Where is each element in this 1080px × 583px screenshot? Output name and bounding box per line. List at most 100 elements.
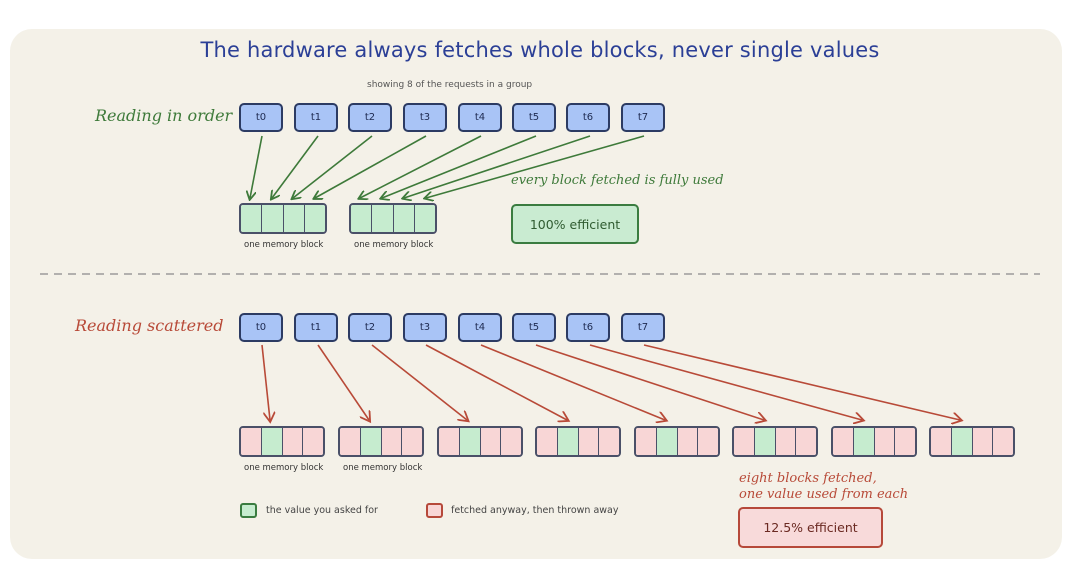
wasted-value-cell (402, 428, 422, 455)
used-value-cell (853, 428, 875, 455)
arrow-t6 (589, 344, 862, 420)
wasted-value-cell (501, 428, 521, 455)
request-t4: t4 (458, 103, 502, 132)
memory-block (929, 426, 1015, 457)
arrow-t0 (250, 135, 263, 198)
arrow-t7 (426, 135, 645, 198)
request-t4: t4 (458, 313, 502, 342)
request-t7: t7 (621, 103, 665, 132)
used-value-cell (951, 428, 973, 455)
wasted-value-cell (340, 428, 361, 455)
legend-used-swatch (240, 503, 257, 518)
wasted-value-cell (439, 428, 460, 455)
wasted-value-cell (381, 428, 403, 455)
block-caption: one memory block (354, 240, 434, 250)
block-caption: one memory block (244, 463, 324, 473)
arrow-t1 (317, 344, 369, 420)
legend-wasted-label: fetched anyway, then thrown away (451, 505, 619, 516)
request-t6: t6 (566, 103, 610, 132)
used-value-cell (261, 428, 283, 455)
in-order-label: Reading in order (95, 106, 233, 125)
used-value-cell (754, 428, 776, 455)
in-order-efficiency: 100% efficient (511, 204, 639, 244)
block-caption: one memory block (343, 463, 423, 473)
wasted-value-cell (282, 428, 304, 455)
wasted-value-cell (796, 428, 816, 455)
scattered-efficiency: 12.5% efficient (738, 507, 883, 548)
request-t5: t5 (512, 313, 556, 342)
used-value-cell (414, 205, 435, 232)
request-t2: t2 (348, 103, 392, 132)
wasted-value-cell (734, 428, 755, 455)
used-value-cell (459, 428, 481, 455)
memory-block (239, 203, 327, 234)
wasted-value-cell (931, 428, 952, 455)
legend-wasted-swatch (426, 503, 443, 518)
arrow-t5 (535, 344, 764, 420)
arrow-t2 (371, 344, 467, 420)
arrow-t3 (315, 135, 427, 198)
memory-block (338, 426, 424, 457)
request-t2: t2 (348, 313, 392, 342)
diagram-title: The hardware always fetches whole blocks… (200, 38, 880, 62)
used-value-cell (351, 205, 373, 232)
wasted-value-cell (599, 428, 619, 455)
memory-block (535, 426, 621, 457)
arrow-t3 (425, 344, 567, 420)
scattered-note-line1: eight blocks fetched, (739, 471, 877, 486)
request-t5: t5 (512, 103, 556, 132)
request-t0: t0 (239, 103, 283, 132)
wasted-value-cell (241, 428, 262, 455)
used-value-cell (262, 205, 284, 232)
arrow-t7 (643, 344, 960, 420)
used-value-cell (393, 205, 415, 232)
used-value-cell (656, 428, 678, 455)
request-t1: t1 (294, 313, 338, 342)
request-t1: t1 (294, 103, 338, 132)
memory-block (634, 426, 720, 457)
wasted-value-cell (636, 428, 657, 455)
wasted-value-cell (833, 428, 854, 455)
request-t7: t7 (621, 313, 665, 342)
request-t3: t3 (403, 313, 447, 342)
wasted-value-cell (303, 428, 323, 455)
memory-block (732, 426, 818, 457)
used-value-cell (557, 428, 579, 455)
in-order-note: every block fetched is fully used (511, 173, 724, 188)
wasted-value-cell (775, 428, 797, 455)
wasted-value-cell (972, 428, 994, 455)
used-value-cell (372, 205, 394, 232)
wasted-value-cell (537, 428, 558, 455)
memory-block (349, 203, 437, 234)
used-value-cell (283, 205, 305, 232)
wasted-value-cell (993, 428, 1013, 455)
in-order-arrows (250, 135, 645, 198)
used-value-cell (304, 205, 325, 232)
request-t6: t6 (566, 313, 610, 342)
scattered-label: Reading scattered (75, 316, 224, 335)
arrow-t5 (382, 135, 537, 198)
arrow-t1 (272, 135, 319, 198)
wasted-value-cell (698, 428, 718, 455)
memory-block (239, 426, 325, 457)
arrow-t6 (404, 135, 591, 198)
memory-block (437, 426, 523, 457)
used-value-cell (360, 428, 382, 455)
scattered-arrows (261, 344, 960, 420)
arrow-t0 (261, 344, 270, 420)
arrow-t4 (480, 344, 665, 420)
scattered-note-line2: one value used from each (739, 487, 909, 502)
wasted-value-cell (874, 428, 896, 455)
diagram-subtitle: showing 8 of the requests in a group (367, 80, 533, 90)
request-t0: t0 (239, 313, 283, 342)
wasted-value-cell (677, 428, 699, 455)
wasted-value-cell (578, 428, 600, 455)
block-caption: one memory block (244, 240, 324, 250)
memory-block (831, 426, 917, 457)
used-value-cell (241, 205, 263, 232)
arrow-t2 (293, 135, 373, 198)
legend-used-label: the value you asked for (266, 505, 378, 516)
arrow-t4 (360, 135, 482, 198)
wasted-value-cell (895, 428, 915, 455)
